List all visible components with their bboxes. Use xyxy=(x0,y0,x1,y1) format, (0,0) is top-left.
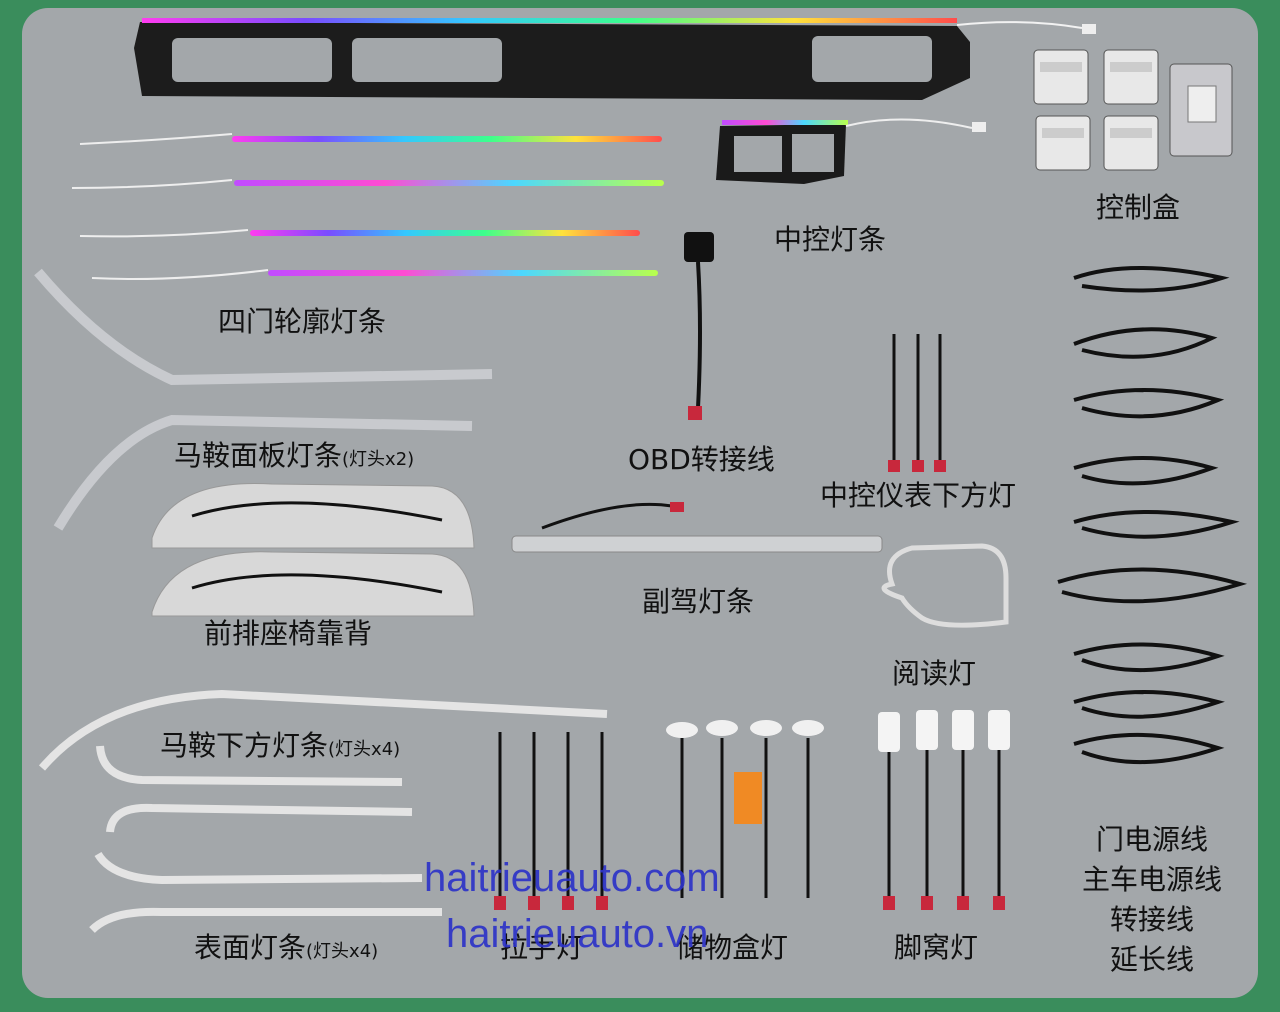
label-saddle-lower-group: 马鞍下方灯条(灯头x4) xyxy=(160,732,400,760)
label-saddle-panel-note: (灯头x2) xyxy=(342,449,415,470)
label-obd-adapter: OBD转接线 xyxy=(628,443,775,476)
watermark-com: haitrieuauto.com xyxy=(424,856,720,900)
cable-list-item: 主车电源线 xyxy=(1081,863,1222,896)
watermark-vn: haitrieuauto.vn xyxy=(446,912,709,956)
saddle-panel-strips xyxy=(34,268,493,531)
label-footwell-light: 脚窝灯 xyxy=(894,931,979,964)
label-passenger-strip: 副驾灯条 xyxy=(642,585,755,618)
product-photo-panel: 控制盒 中控灯条 四门轮廓灯条 马鞍面板灯条(灯头x2) OBD转接线 中控仪表… xyxy=(22,8,1258,998)
label-saddle-panel-group: 马鞍面板灯条(灯头x2) xyxy=(174,442,414,470)
label-front-seat-back: 前排座椅靠背 xyxy=(204,617,373,650)
reading-light-frame xyxy=(881,543,1009,628)
front-seat-backs xyxy=(151,482,475,617)
saddle-lower-strips xyxy=(38,689,608,933)
dash-lower-lights xyxy=(888,334,946,472)
cable-list: 门电源线 主车电源线 转接线 延长线 xyxy=(1072,820,1232,980)
storage-box-lights xyxy=(666,720,824,898)
label-four-door-strip: 四门轮廓灯条 xyxy=(218,305,387,338)
label-surface-group: 表面灯条(灯头x4) xyxy=(194,934,378,962)
cable-list-item: 转接线 xyxy=(1109,903,1194,936)
handle-lights xyxy=(494,732,608,910)
parts-illustration xyxy=(34,18,1248,933)
label-handle-light: 拉手灯 xyxy=(500,931,585,964)
label-control-box: 控制盒 xyxy=(1096,191,1181,224)
label-saddle-lower-strip: 马鞍下方灯条 xyxy=(160,729,329,762)
label-dash-lower-light: 中控仪表下方灯 xyxy=(820,479,1017,512)
center-console-strip xyxy=(716,118,986,184)
label-center-console-strip: 中控灯条 xyxy=(774,223,887,256)
cable-list-item: 延长线 xyxy=(1109,943,1194,976)
label-surface-strip: 表面灯条 xyxy=(194,931,307,964)
control-boxes xyxy=(1033,49,1233,171)
dashboard-trim xyxy=(134,18,1096,100)
footwell-lights xyxy=(878,710,1010,910)
passenger-strip xyxy=(511,502,883,553)
wiring-harnesses xyxy=(1057,266,1248,764)
obd-cable xyxy=(684,232,714,420)
label-saddle-panel-strip: 马鞍面板灯条 xyxy=(174,439,343,472)
cable-list-item: 门电源线 xyxy=(1095,823,1208,856)
label-storage-box-light: 储物盒灯 xyxy=(676,931,789,964)
label-reading-light: 阅读灯 xyxy=(892,657,977,690)
label-saddle-lower-note: (灯头x4) xyxy=(328,739,401,760)
four-door-strips xyxy=(71,133,664,280)
label-surface-note: (灯头x4) xyxy=(306,941,379,962)
